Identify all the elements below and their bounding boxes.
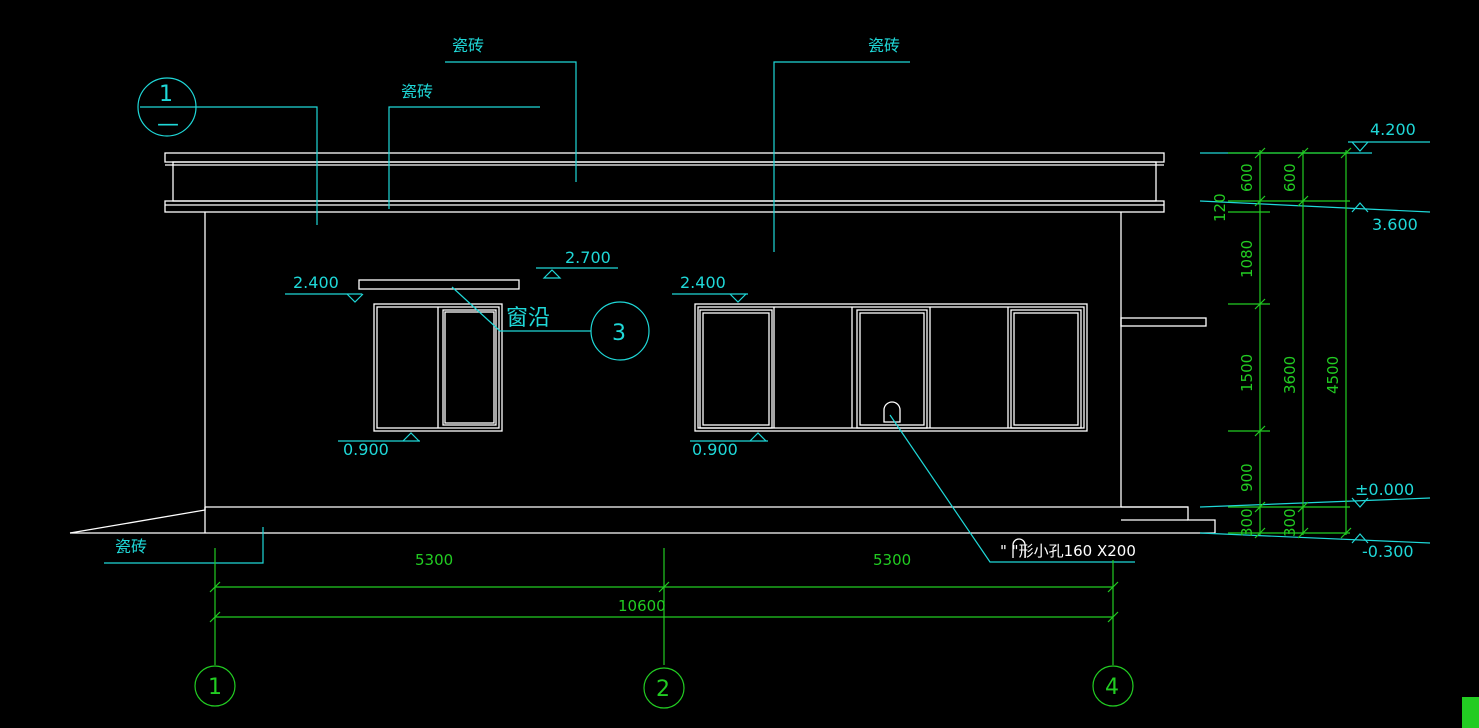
right-window — [694, 303, 1088, 432]
callout-1-sheet: — — [157, 112, 179, 137]
callout-3-number: 3 — [612, 321, 626, 346]
dim-10600: 10600 — [618, 597, 666, 615]
dim-v-300-mid: 300 — [1281, 508, 1299, 537]
parapet-top-cap — [164, 152, 1165, 163]
dim-5300-left: 5300 — [415, 551, 453, 569]
tile-label-3: 瓷砖 — [401, 82, 433, 101]
axis-bubble-4 — [1092, 665, 1134, 707]
dim-v-120: 120 — [1211, 193, 1229, 222]
arched-hole — [883, 401, 901, 423]
hole-glyph-icon — [1012, 538, 1026, 558]
elev-2400-left: 2.400 — [293, 273, 339, 292]
elev-2400-right: 2.400 — [680, 273, 726, 292]
building-elevation — [69, 152, 1216, 534]
axis-label-4: 4 — [1105, 675, 1119, 700]
elev-0900-right: 0.900 — [692, 440, 738, 459]
elev-4200: 4.200 — [1370, 120, 1416, 139]
side-canopy — [1120, 317, 1207, 327]
tile-label-2: 瓷砖 — [868, 36, 900, 55]
axis-label-2: 2 — [656, 677, 670, 702]
callout-1-number: 1 — [159, 82, 173, 107]
dim-v-3600: 3600 — [1281, 356, 1299, 394]
axis-bubble-2 — [643, 667, 685, 709]
corner-badge-icon — [1462, 697, 1479, 728]
left-window — [373, 303, 503, 432]
axis-bubble-1 — [194, 665, 236, 707]
elev-0900-left: 0.900 — [343, 440, 389, 459]
parapet-bottom-cap — [164, 200, 1165, 213]
window-sill-slab — [358, 279, 520, 290]
dim-v-300-left: 300 — [1238, 508, 1256, 537]
dim-v-600-left: 600 — [1238, 163, 1256, 192]
dimension-lines — [194, 147, 1352, 709]
elev-2700: 2.700 — [565, 248, 611, 267]
tile-label-4: 瓷砖 — [115, 537, 147, 556]
elev-0000: ±0.000 — [1355, 480, 1414, 499]
dim-v-900: 900 — [1238, 463, 1256, 492]
hole-label: " "形小孔160 X200 — [1000, 542, 1136, 560]
dim-v-4500: 4500 — [1324, 356, 1342, 394]
dim-v-600-mid: 600 — [1281, 163, 1299, 192]
dim-v-1080: 1080 — [1238, 240, 1256, 278]
parapet-band — [172, 161, 1157, 202]
dim-5300-right: 5300 — [873, 551, 911, 569]
tile-label-1: 瓷砖 — [452, 36, 484, 55]
elev-3600: 3.600 — [1372, 215, 1418, 234]
sill-label: 窗沿 — [506, 306, 550, 331]
elev-minus-0300: -0.300 — [1362, 542, 1414, 561]
axis-label-1: 1 — [208, 675, 222, 700]
dim-v-1500: 1500 — [1238, 354, 1256, 392]
